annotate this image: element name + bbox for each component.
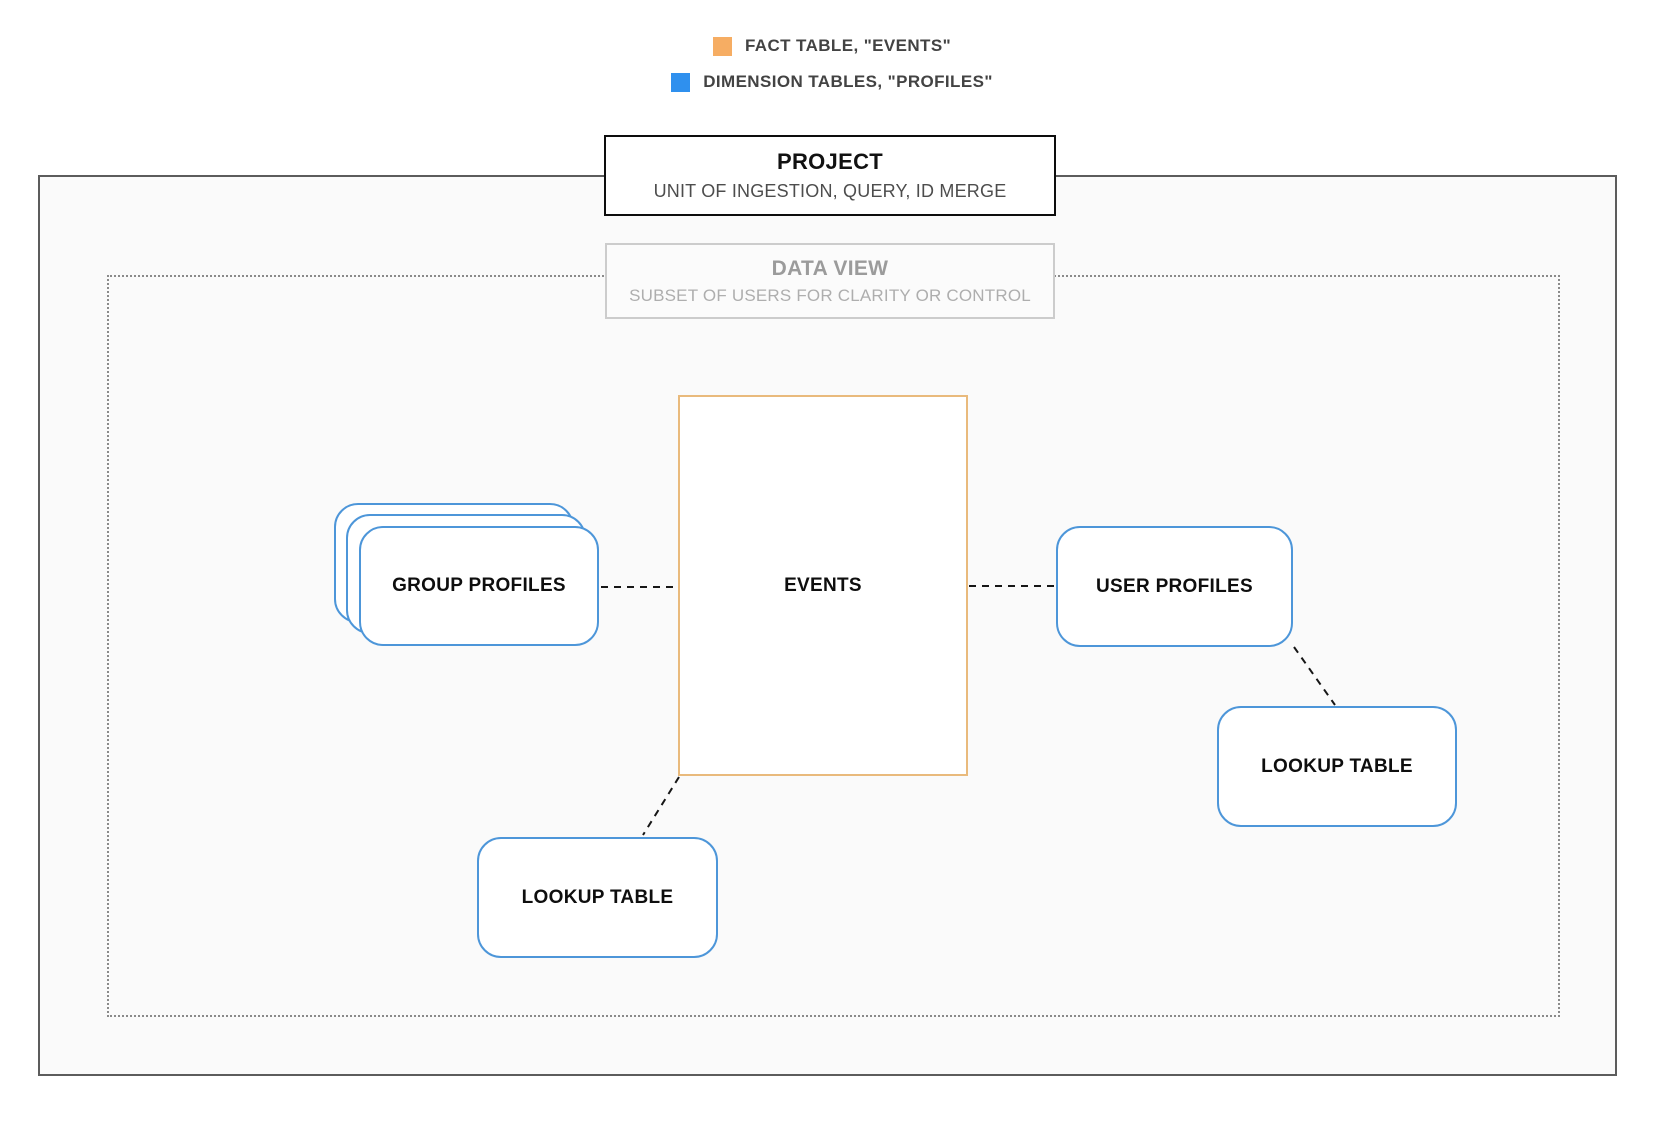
data-view-header-box: DATA VIEW SUBSET OF USERS FOR CLARITY OR…: [605, 243, 1055, 319]
node-lookup-table-bottom-label: LOOKUP TABLE: [521, 886, 674, 908]
legend-label-fact-table: FACT TABLE, "EVENTS": [744, 36, 952, 55]
project-title: PROJECT: [776, 149, 883, 174]
legend-item-fact-table: FACT TABLE, "EVENTS": [712, 36, 952, 56]
node-user-profiles-label: USER PROFILES: [1096, 575, 1253, 597]
node-events-label: EVENTS: [784, 574, 862, 596]
fact-table-swatch-icon: [712, 36, 732, 56]
node-lookup-table-bottom: LOOKUP TABLE: [477, 837, 718, 958]
legend-item-dimension-tables: DIMENSION TABLES, "PROFILES": [671, 72, 993, 92]
node-group-profiles: GROUP PROFILES: [359, 526, 599, 646]
dimension-tables-swatch-icon: [671, 72, 691, 92]
node-lookup-table-right-label: LOOKUP TABLE: [1261, 755, 1413, 777]
data-view-subtitle: SUBSET OF USERS FOR CLARITY OR CONTROL: [629, 285, 1031, 305]
node-user-profiles: USER PROFILES: [1056, 526, 1293, 647]
node-events: EVENTS: [678, 395, 968, 776]
node-lookup-table-right: LOOKUP TABLE: [1217, 706, 1457, 827]
project-header-box: PROJECT UNIT OF INGESTION, QUERY, ID MER…: [604, 135, 1056, 216]
legend: FACT TABLE, "EVENTS" DIMENSION TABLES, "…: [0, 36, 1664, 92]
legend-label-dimension-tables: DIMENSION TABLES, "PROFILES": [703, 72, 993, 91]
project-subtitle: UNIT OF INGESTION, QUERY, ID MERGE: [653, 181, 1007, 201]
data-view-title: DATA VIEW: [771, 256, 889, 280]
node-group-profiles-label: GROUP PROFILES: [392, 575, 566, 596]
